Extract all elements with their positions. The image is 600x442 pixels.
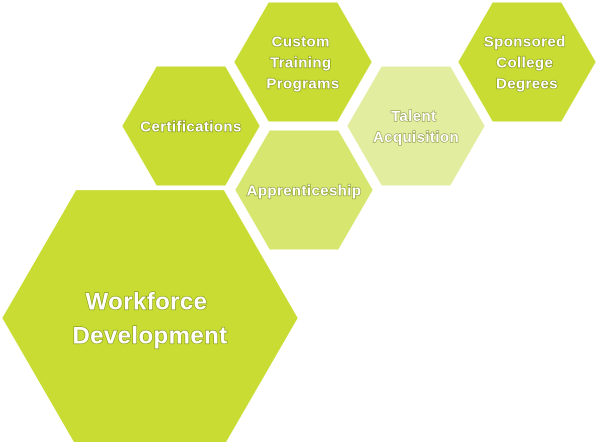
hexagon-shape xyxy=(118,62,264,190)
hexagon-label: Apprenticeship xyxy=(247,182,362,199)
hexagon-label: Talent Acquisition xyxy=(373,108,459,146)
hexagon-custom-training-programs[interactable]: Custom Training Programs xyxy=(230,0,376,126)
hexagon-shape xyxy=(343,62,489,190)
hexagon-label-line: Certifications xyxy=(140,118,241,135)
hexagon-sponsored-college-degrees[interactable]: Sponsored College Degrees xyxy=(454,0,600,126)
hexagon-label-line: Programs xyxy=(266,75,339,92)
hexagon-certifications[interactable]: Certifications xyxy=(118,62,264,190)
hexagon-label-line: Talent xyxy=(391,108,436,125)
hexagon-talent-acquisition[interactable]: Talent Acquisition xyxy=(343,62,489,190)
hexagon-shape xyxy=(0,186,302,442)
hexagon-shape xyxy=(454,0,600,126)
hexagon-label-line: Apprenticeship xyxy=(247,182,362,199)
hexagon-label-line: Custom xyxy=(272,33,330,50)
hexagon-label: Sponsored College Degrees xyxy=(484,33,571,92)
hexagon-apprenticeship[interactable]: Apprenticeship xyxy=(231,126,377,254)
hexagon-label: Certifications xyxy=(140,118,241,135)
hexagon-label: Custom Training Programs xyxy=(266,33,339,92)
hexagon-label-line: Sponsored xyxy=(484,33,566,50)
hexagon-label-line: Degrees xyxy=(496,75,558,92)
hexagon-label-line: Development xyxy=(72,323,227,350)
hexagon-label: Workforce Development xyxy=(72,289,227,350)
hexagon-label-line: College xyxy=(496,54,553,71)
hexagon-workforce-development[interactable]: Workforce Development xyxy=(0,186,302,442)
hexagon-shape xyxy=(230,0,376,126)
hexagon-label-line: Training xyxy=(270,54,332,71)
hexagon-shape xyxy=(231,126,377,254)
hexagon-label-line: Workforce xyxy=(86,289,208,316)
hexagon-label-line: Acquisition xyxy=(373,129,459,146)
